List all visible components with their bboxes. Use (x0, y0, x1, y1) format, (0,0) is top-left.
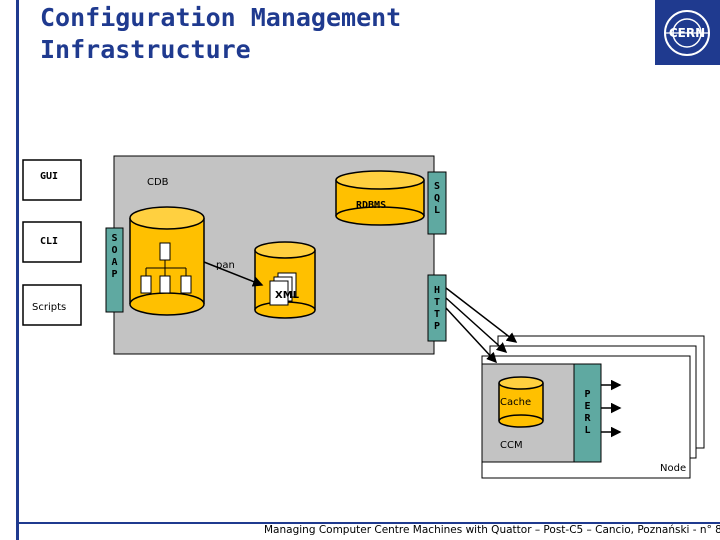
perl-arrows (601, 379, 622, 438)
http-label: H T T P (428, 285, 446, 333)
perl-letter: E (584, 401, 591, 412)
cache-label: Cache (500, 397, 532, 408)
sql-letter: S (433, 181, 441, 192)
title-line-2: Infrastructure (40, 35, 251, 64)
title-line-1: Configuration Management (40, 3, 402, 32)
perl-bar (573, 363, 602, 463)
soap-letter: O (111, 245, 118, 256)
rdbms-label: RDBMS (356, 200, 387, 211)
xml-documents-icon (269, 272, 297, 306)
scripts-label: Scripts (32, 302, 67, 313)
http-letter: P (433, 321, 441, 332)
cern-logo-icon: CERN (664, 10, 710, 56)
slide-footer: Managing Computer Centre Machines with Q… (264, 524, 720, 536)
cern-logo: CERN (655, 0, 720, 65)
node-label: Node (660, 463, 687, 474)
cache-cylinder (498, 376, 544, 428)
soap-letter: A (111, 257, 118, 268)
ccm-label: CCM (500, 440, 523, 451)
left-accent-line (16, 0, 19, 540)
soap-letter: P (111, 269, 118, 280)
rdbms-cylinder (335, 170, 425, 226)
gui-box (22, 159, 82, 201)
http-letter: T (433, 309, 441, 320)
sql-letter: Q (433, 193, 441, 204)
pan-arrow (203, 261, 264, 287)
soap-bar (105, 227, 124, 313)
perl-letter: R (584, 413, 591, 424)
cli-box (22, 221, 82, 263)
gui-label: GUI (40, 171, 59, 182)
soap-letter: S (111, 233, 118, 244)
xml-label: XML (275, 290, 300, 301)
cdb-label: CDB (147, 177, 169, 188)
soap-label: S O A P (106, 233, 123, 281)
config-tree-icon (140, 242, 192, 294)
sql-letter: L (433, 205, 441, 216)
http-letter: H (433, 285, 441, 296)
http-letter: T (433, 297, 441, 308)
pan-label: pan (216, 260, 235, 271)
logo-text: CERN (669, 26, 705, 40)
sql-bar (427, 171, 447, 235)
bottom-accent-line (16, 522, 720, 524)
cdb-cylinder (129, 206, 205, 316)
sql-label: S Q L (428, 181, 446, 217)
cli-label: CLI (40, 236, 59, 247)
slide-title: Configuration Management Infrastructure (40, 2, 401, 66)
http-arrows (445, 287, 518, 364)
perl-letter: P (584, 389, 591, 400)
perl-letter: L (584, 425, 591, 436)
scripts-box (22, 284, 82, 326)
perl-label: P E R L (574, 389, 601, 437)
